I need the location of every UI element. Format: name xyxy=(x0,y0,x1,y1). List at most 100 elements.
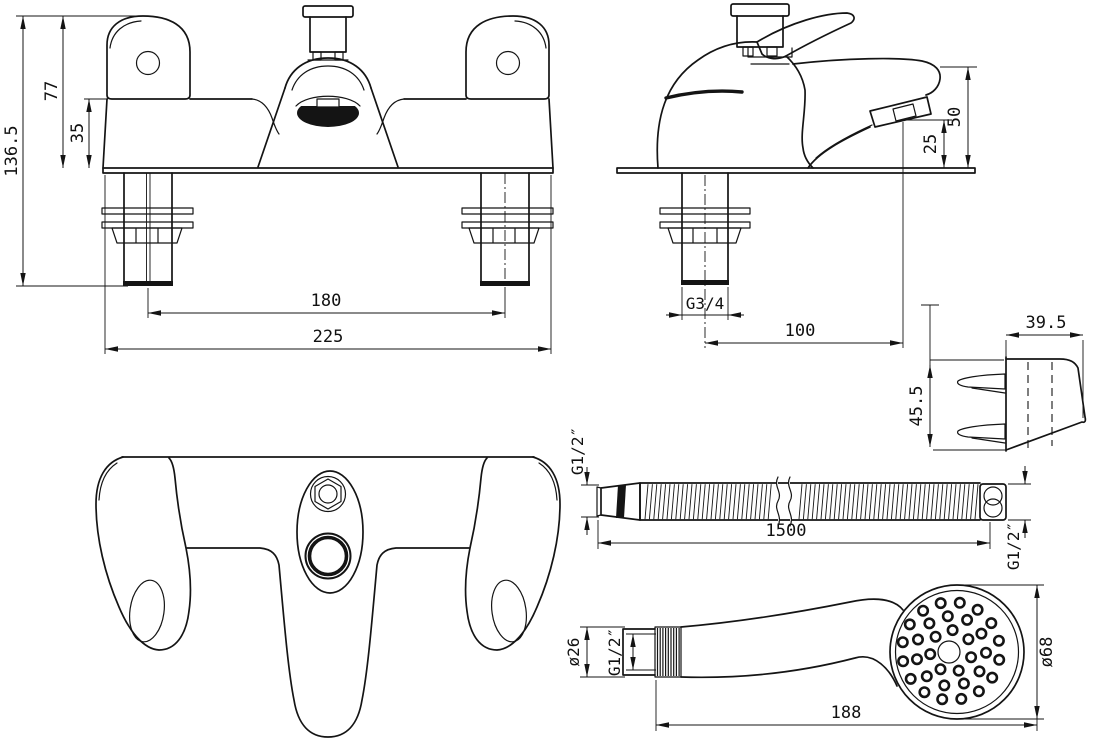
nozzle-dot xyxy=(917,604,930,617)
handset-connector xyxy=(622,626,682,678)
dim-front-overall-width: 225 xyxy=(313,327,344,347)
nozzle-dot xyxy=(955,692,968,705)
dim-front-deck-to-spout: 35 xyxy=(68,123,88,143)
plan-view xyxy=(95,456,561,738)
hose-right-connector xyxy=(979,483,1007,521)
side-inlet-leg xyxy=(659,172,751,348)
hose-left-connector xyxy=(596,482,641,521)
handset-view: ø26 G1/2″ ø68 188 xyxy=(564,584,1057,731)
plan-diverter-nut xyxy=(309,475,347,513)
nozzle-dot xyxy=(904,672,917,685)
nozzle-dot xyxy=(903,618,916,631)
front-view: 136.5 77 35 180 225 xyxy=(2,5,554,354)
dim-front-body-height: 77 xyxy=(42,81,62,101)
front-dimensions: 136.5 77 35 180 225 xyxy=(2,15,552,354)
dim-bracket-depth: 39.5 xyxy=(1026,313,1067,333)
handset-thread-hatch xyxy=(656,628,680,676)
dim-handset-thread: G1/2″ xyxy=(605,628,624,676)
nozzle-dot xyxy=(936,693,949,706)
front-right-handle-hole xyxy=(495,50,521,76)
nozzle-dot xyxy=(985,617,998,630)
side-body xyxy=(656,41,758,169)
handset-dimensions: ø26 G1/2″ ø68 188 xyxy=(564,584,1057,731)
plan-cartridge-ring xyxy=(304,532,352,580)
plan-right-handle xyxy=(464,456,561,651)
nozzle-dot xyxy=(920,670,933,683)
nozzle-dot xyxy=(923,617,936,630)
nozzle-dot xyxy=(946,624,959,637)
nozzle-dot xyxy=(953,596,966,609)
nozzle-dot xyxy=(965,651,978,664)
dim-hose-outlet-thread: G1/2″ xyxy=(1004,522,1023,570)
nozzle-dot xyxy=(896,636,909,649)
hose-view: G1/2″ 1500 G1/2″ xyxy=(568,427,1031,570)
nozzle-dot xyxy=(993,653,1006,666)
side-diverter-knob xyxy=(730,3,790,57)
nozzle-dot xyxy=(911,633,924,646)
dim-side-inlet-thread: G3/4 xyxy=(686,294,725,313)
front-right-handle xyxy=(465,15,550,100)
nozzle-dot xyxy=(979,646,992,659)
side-deck-plate xyxy=(616,167,976,174)
front-diverter-knob xyxy=(302,5,354,61)
wall-bracket-view: 39.5 45.5 xyxy=(907,304,1087,452)
side-spout xyxy=(792,57,941,169)
nozzle-dot xyxy=(938,679,951,692)
nozzle-dot xyxy=(957,677,970,690)
nozzle-dot xyxy=(897,655,910,668)
handset-nozzle-field xyxy=(896,596,1006,706)
nozzle-dot xyxy=(941,610,954,623)
front-left-handle xyxy=(106,15,191,100)
nozzle-dot xyxy=(971,603,984,616)
nozzle-dot xyxy=(929,630,942,643)
bracket-dimensions: 39.5 45.5 xyxy=(907,304,1084,447)
handset-center-hole xyxy=(937,640,961,664)
nozzle-dot xyxy=(924,648,937,661)
front-spout-mouth xyxy=(295,94,361,127)
front-deck-plate xyxy=(102,167,554,174)
nozzle-dot xyxy=(986,671,999,684)
nozzle-dot xyxy=(992,634,1005,647)
nozzle-dot xyxy=(975,627,988,640)
nozzle-dot xyxy=(934,663,947,676)
plan-spout xyxy=(186,547,470,738)
nozzle-dot xyxy=(910,653,923,666)
hose-break-symbol xyxy=(775,476,793,527)
dim-bracket-height: 45.5 xyxy=(907,386,927,427)
front-left-inlet-leg xyxy=(101,172,194,286)
nozzle-dot xyxy=(972,685,985,698)
bracket-body xyxy=(1005,358,1087,451)
dim-hose-length: 1500 xyxy=(766,521,807,541)
nozzle-dot xyxy=(934,597,947,610)
side-lever-handle xyxy=(756,12,855,60)
dim-hose-inlet-thread: G1/2″ xyxy=(568,427,587,475)
hose-tube xyxy=(639,482,981,521)
side-view: G3/4 100 25 50 xyxy=(616,3,977,348)
handset-handle xyxy=(680,598,904,628)
nozzle-dot xyxy=(961,613,974,626)
plan-left-handle xyxy=(95,456,192,651)
hose-corrugation xyxy=(644,484,979,520)
bracket-clip-prongs xyxy=(956,373,1006,444)
side-dimensions: G3/4 100 25 50 xyxy=(666,66,977,348)
dim-side-spout-top-height: 50 xyxy=(945,107,965,127)
hose-dimensions: G1/2″ 1500 G1/2″ xyxy=(568,427,1031,570)
plan-left-handle-hole xyxy=(129,579,165,643)
nozzle-dot xyxy=(952,664,965,677)
dim-side-outlet-height: 25 xyxy=(921,134,941,154)
front-body xyxy=(257,87,286,168)
dim-handset-head-diameter: ø68 xyxy=(1037,637,1057,668)
nozzle-dot xyxy=(962,633,975,646)
nozzle-dot xyxy=(973,665,986,678)
front-right-inlet-leg xyxy=(461,172,554,288)
front-left-handle-hole xyxy=(135,50,161,76)
dim-side-spout-reach: 100 xyxy=(785,321,816,341)
dim-front-total-height: 136.5 xyxy=(2,125,22,176)
dim-handset-handle-diameter: ø26 xyxy=(564,638,583,667)
plan-right-handle-hole xyxy=(491,579,527,643)
handset-head xyxy=(889,584,1025,720)
dim-handset-length: 188 xyxy=(831,703,862,723)
nozzle-dot xyxy=(918,686,931,699)
